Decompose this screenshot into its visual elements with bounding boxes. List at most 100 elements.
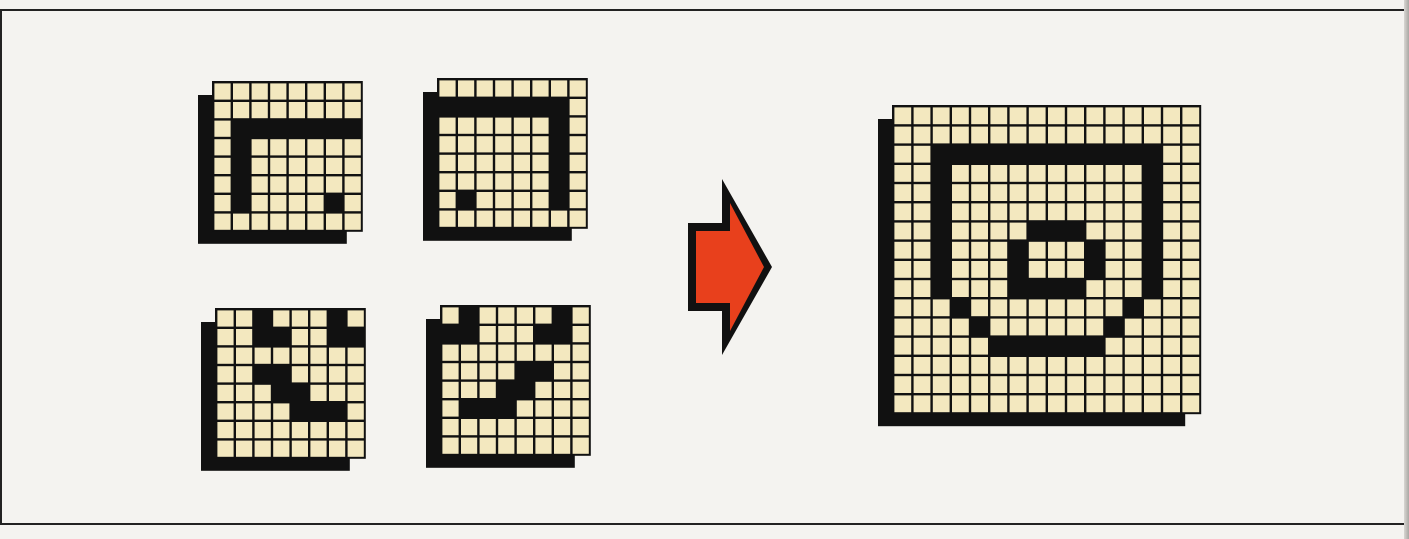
grid-cell [990,184,1007,201]
grid-cell [1163,242,1180,259]
grid-cell [329,366,345,382]
grid-cell [439,155,455,171]
grid-cell [326,139,342,155]
grid-cell [348,310,364,326]
grid-cell [1125,280,1142,297]
grid-cell [952,376,969,393]
grid-cell [345,158,361,174]
grid-cell [570,211,586,227]
grid-cell [1163,261,1180,278]
grid-cell [273,310,289,326]
grid-cell [329,348,345,364]
grid-cell [1048,319,1065,336]
grid-cell [461,419,477,435]
grid-cell [477,136,493,152]
grid-cell [1163,319,1180,336]
grid-cell [971,107,988,124]
grid-cell [217,422,233,438]
grid-cell [214,214,230,230]
grid-cell [914,146,931,163]
grid-cell [894,127,911,144]
grid-cell [517,345,533,361]
grid-cell [1086,357,1103,374]
grid-cell [495,155,511,171]
grid-cell [255,385,271,401]
grid-cell [1144,127,1161,144]
grid-cell [1106,184,1123,201]
grid-cell [1048,165,1065,182]
grid-cell [971,299,988,316]
grid-cell [214,176,230,192]
grid-cell [914,280,931,297]
grid-cell [990,280,1007,297]
grid-cell [1125,338,1142,355]
grid-cell [1067,242,1084,259]
grid-cell [270,102,286,118]
grid-cell [551,211,567,227]
arrow-fill [696,203,764,331]
grid-cell [914,319,931,336]
grid-cell [914,165,931,182]
grid-cell [1144,319,1161,336]
grid-cell [498,438,514,454]
grid-cell [573,345,589,361]
grid-cell [439,211,455,227]
grid-cell [345,195,361,211]
grid-cell [1163,146,1180,163]
grid-cell [535,419,551,435]
small-grid-top-left [198,81,365,248]
grid-cell [458,80,474,96]
grid-cell [477,211,493,227]
grid-cell [1067,376,1084,393]
grid-cell [310,366,326,382]
grid-cell [570,155,586,171]
grid-cell [894,242,911,259]
grid-cell [1106,338,1123,355]
grid-cell [554,363,570,379]
grid-cell [273,422,289,438]
grid-cell [214,158,230,174]
grid-cell [1182,184,1199,201]
grid-cell [1163,280,1180,297]
grid-cell [990,357,1007,374]
grid-cell [952,184,969,201]
grid-cell [1048,376,1065,393]
grid-cell [554,345,570,361]
grid-cell [310,329,326,345]
grid-cell [442,382,458,398]
grid-cell [914,184,931,201]
grid-cell [1182,376,1199,393]
grid-cell [1086,319,1103,336]
grid-cell [1048,261,1065,278]
grid-cell [894,338,911,355]
grid-cell [971,395,988,412]
grid-cell [1125,357,1142,374]
grid-cell [442,307,458,323]
grid-cell [532,173,548,189]
grid-cell [554,382,570,398]
grid-cell [554,400,570,416]
grid-cell [345,214,361,230]
grid-cell [1010,299,1027,316]
grid-cell [971,127,988,144]
grid-cell [255,403,271,419]
grid-cell [1010,184,1027,201]
grid-cell [307,102,323,118]
grid-cell [326,158,342,174]
grid-cell [894,376,911,393]
grid-cell [1029,319,1046,336]
grid-cell [307,83,323,99]
grid-cell [307,195,323,211]
grid-cell [1067,261,1084,278]
grid-cell [236,403,252,419]
grid-cell [1029,203,1046,220]
grid-cell [236,422,252,438]
grid-cell [570,192,586,208]
grid-cell [952,165,969,182]
grid-cell [1144,357,1161,374]
grid-cell [289,139,305,155]
grid-cell [573,400,589,416]
grid-cell [214,121,230,137]
grid-cell [1125,319,1142,336]
grid-cell [1125,127,1142,144]
